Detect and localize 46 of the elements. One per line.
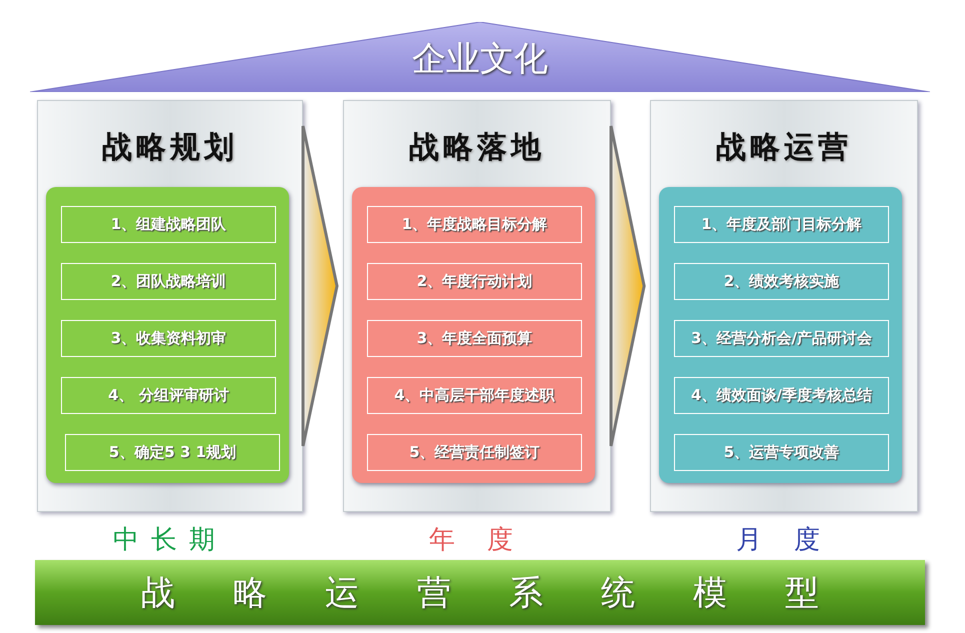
item-box [674,206,889,243]
item-label: 5、运营专项改善 [722,443,840,462]
item-label: 4、绩效面谈/季度考核总结 [690,386,873,405]
item-box [674,434,889,471]
column-title: 战略落地 [408,129,546,167]
item-label: 1、组建战略团队 [110,215,228,234]
item-box [61,263,276,300]
column-title: 战略运营 [715,129,853,167]
base-bar [35,560,925,625]
item-box [367,377,582,414]
item-label: 3、收集资料初审 [110,329,228,348]
period-label: 月 度 [734,524,834,557]
period-label: 中长期 [112,524,228,557]
roof-title: 企业文化 [411,38,549,81]
item-box [367,206,582,243]
item-box [61,320,276,357]
item-box [61,206,276,243]
item-panel [46,187,289,483]
roof-triangle [30,22,930,92]
item-box [367,434,582,471]
item-label: 4、 分组评审研讨 [107,386,230,405]
item-box [674,320,889,357]
item-box [367,263,582,300]
item-label: 2、绩效考核实施 [722,272,840,291]
item-box [65,434,280,471]
item-label: 2、年度行动计划 [416,272,534,291]
item-label: 3、年度全面预算 [416,329,534,348]
item-box [61,377,276,414]
item-panel [352,187,595,483]
item-label: 1、年度战略目标分解 [400,215,548,234]
item-label: 1、年度及部门目标分解 [700,215,863,234]
base-title: 战略运营系统模型 [140,572,878,615]
column-panel [650,100,918,512]
item-label: 2、团队战略培训 [110,272,228,291]
item-box [367,320,582,357]
item-label: 5、确定5 3 1规划 [108,443,238,462]
item-panel [659,187,902,483]
item-label: 4、中高层干部年度述职 [393,386,556,405]
chevron-arrow [302,124,339,448]
item-label: 5、经营责任制签订 [408,443,541,462]
chevron-arrow [610,124,646,448]
column-title: 战略规划 [101,129,239,167]
item-box [674,377,889,414]
period-label: 年 度 [428,524,526,557]
item-box [674,263,889,300]
item-label: 3、经营分析会/产品研讨会 [690,329,873,348]
